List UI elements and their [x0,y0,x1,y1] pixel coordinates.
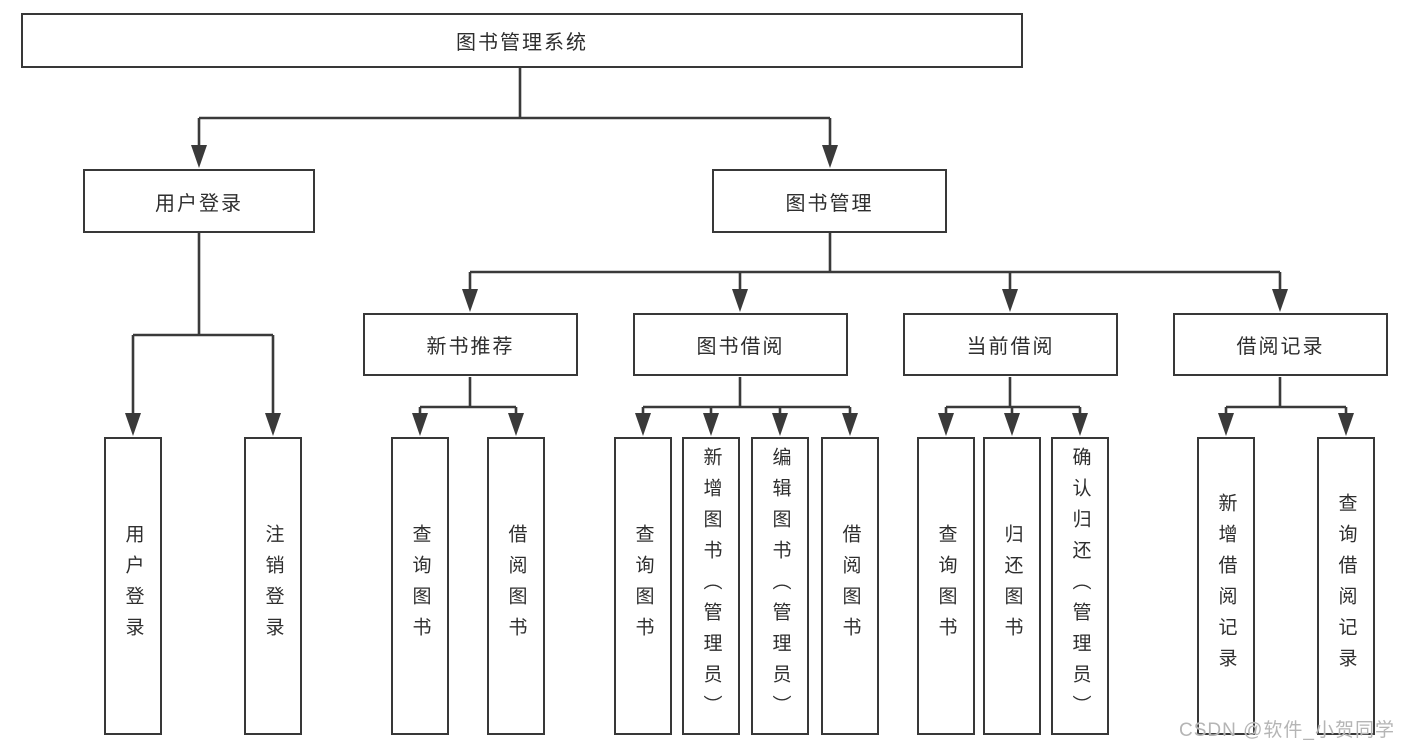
node-borrow-records-label: 借阅记录 [1236,336,1325,358]
node-current-borrow-label: 当前借阅 [966,336,1055,358]
node-edit-book-admin: 编辑图书（管理员） [751,437,809,735]
arrowhead-icon [772,413,788,436]
node-logout: 注销登录 [244,437,302,735]
arrowhead-icon [635,413,651,436]
arrowhead-icon [1004,413,1020,436]
node-query-books-borrow-label: 查询图书 [632,524,654,648]
arrowhead-icon [938,413,954,436]
node-new-book-recommend-label: 新书推荐 [426,336,515,358]
node-query-books-current-label: 查询图书 [935,524,957,648]
arrowhead-icon [1002,289,1018,312]
arrowhead-icon [265,413,281,436]
arrowhead-icon [462,289,478,312]
node-book-borrow: 图书借阅 [633,313,848,376]
arrowhead-icon [822,145,838,168]
node-query-books-recommend-label: 查询图书 [409,524,431,648]
node-new-book-recommend: 新书推荐 [363,313,578,376]
node-return-book-label: 归还图书 [1001,524,1023,648]
node-return-book: 归还图书 [983,437,1041,735]
connector-current-to-leaves [938,377,1088,436]
node-logout-label: 注销登录 [262,524,284,648]
node-book-management: 图书管理 [712,169,947,233]
node-add-book-admin: 新增图书（管理员） [682,437,740,735]
node-book-borrow-label: 图书借阅 [696,336,785,358]
node-add-borrow-record: 新增借阅记录 [1197,437,1255,735]
connector-borrow-to-leaves [635,377,858,436]
connector-login-to-leaves [125,233,281,436]
node-query-books-current: 查询图书 [917,437,975,735]
connector-recommend-to-leaves [412,377,524,436]
node-edit-book-admin-label: 编辑图书（管理员） [769,446,791,726]
node-root: 图书管理系统 [21,13,1023,68]
node-query-books-recommend: 查询图书 [391,437,449,735]
node-current-borrow: 当前借阅 [903,313,1118,376]
node-add-borrow-record-label: 新增借阅记录 [1215,493,1237,679]
arrowhead-icon [703,413,719,436]
arrowhead-icon [508,413,524,436]
arrowhead-icon [732,289,748,312]
node-query-books-borrow: 查询图书 [614,437,672,735]
node-borrow-books-recommend-label: 借阅图书 [505,524,527,648]
watermark: CSDN @软件_小贺同学 [1179,720,1395,741]
arrowhead-icon [412,413,428,436]
node-confirm-return-admin-label: 确认归还（管理员） [1069,446,1091,726]
node-borrow-books-leaf-label: 借阅图书 [839,524,861,648]
node-add-book-admin-label: 新增图书（管理员） [700,446,722,726]
node-query-borrow-record-label: 查询借阅记录 [1335,493,1357,679]
node-borrow-records: 借阅记录 [1173,313,1388,376]
arrowhead-icon [1272,289,1288,312]
node-query-borrow-record: 查询借阅记录 [1317,437,1375,735]
node-borrow-books-recommend: 借阅图书 [487,437,545,735]
node-user-login-label: 用户登录 [155,192,243,215]
arrowhead-icon [1218,413,1234,436]
connector-records-to-leaves [1218,377,1354,436]
node-user-login-leaf: 用户登录 [104,437,162,735]
node-book-management-label: 图书管理 [785,192,874,215]
arrowhead-icon [842,413,858,436]
node-root-label: 图书管理系统 [456,32,588,54]
arrowhead-icon [1338,413,1354,436]
connector-root-to-level2 [191,68,838,168]
node-confirm-return-admin: 确认归还（管理员） [1051,437,1109,735]
node-user-login: 用户登录 [83,169,315,233]
arrowhead-icon [125,413,141,436]
node-user-login-leaf-label: 用户登录 [122,524,144,648]
arrowhead-icon [1072,413,1088,436]
node-borrow-books-leaf: 借阅图书 [821,437,879,735]
connector-management-to-level3 [462,233,1288,312]
arrowhead-icon [191,145,207,168]
